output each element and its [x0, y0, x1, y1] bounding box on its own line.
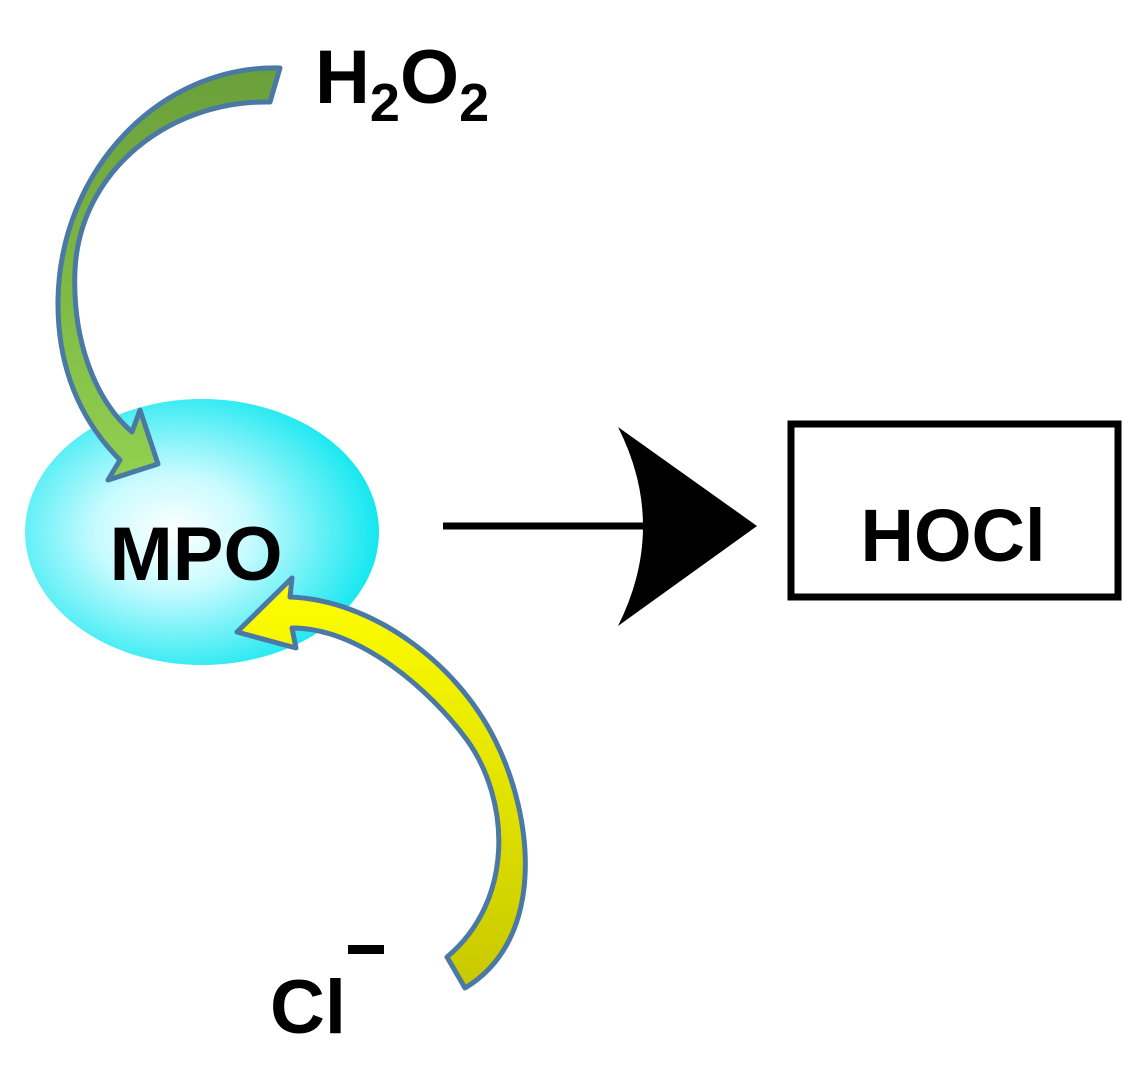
reaction-arrow-head: [618, 427, 757, 626]
peroxide-label: H2O2: [315, 35, 489, 133]
peroxide-curved-arrow: [55, 65, 283, 483]
chloride-charge: −: [366, 959, 367, 961]
product-box: HOCl: [787, 420, 1122, 601]
chloride-curved-arrow: [234, 575, 528, 991]
product-box-border: [787, 420, 1122, 601]
chloride-charge-mark: [348, 945, 384, 954]
chloride-label: Cl: [270, 965, 346, 1050]
product-label: HOCl: [861, 494, 1046, 577]
mpo-label: MPO: [109, 512, 282, 597]
reaction-arrow: [443, 427, 757, 626]
